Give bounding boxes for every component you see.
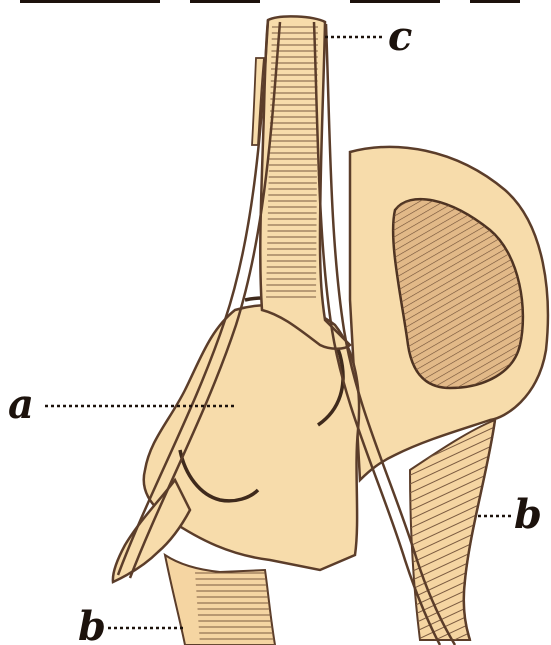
vertical-column-hatching [266, 25, 318, 300]
lower-shaft-hatching [195, 572, 275, 645]
label-b-right: b [514, 491, 542, 538]
label-c: c [388, 13, 412, 60]
label-b-bottom: b [78, 603, 106, 645]
label-a: a [8, 381, 34, 428]
